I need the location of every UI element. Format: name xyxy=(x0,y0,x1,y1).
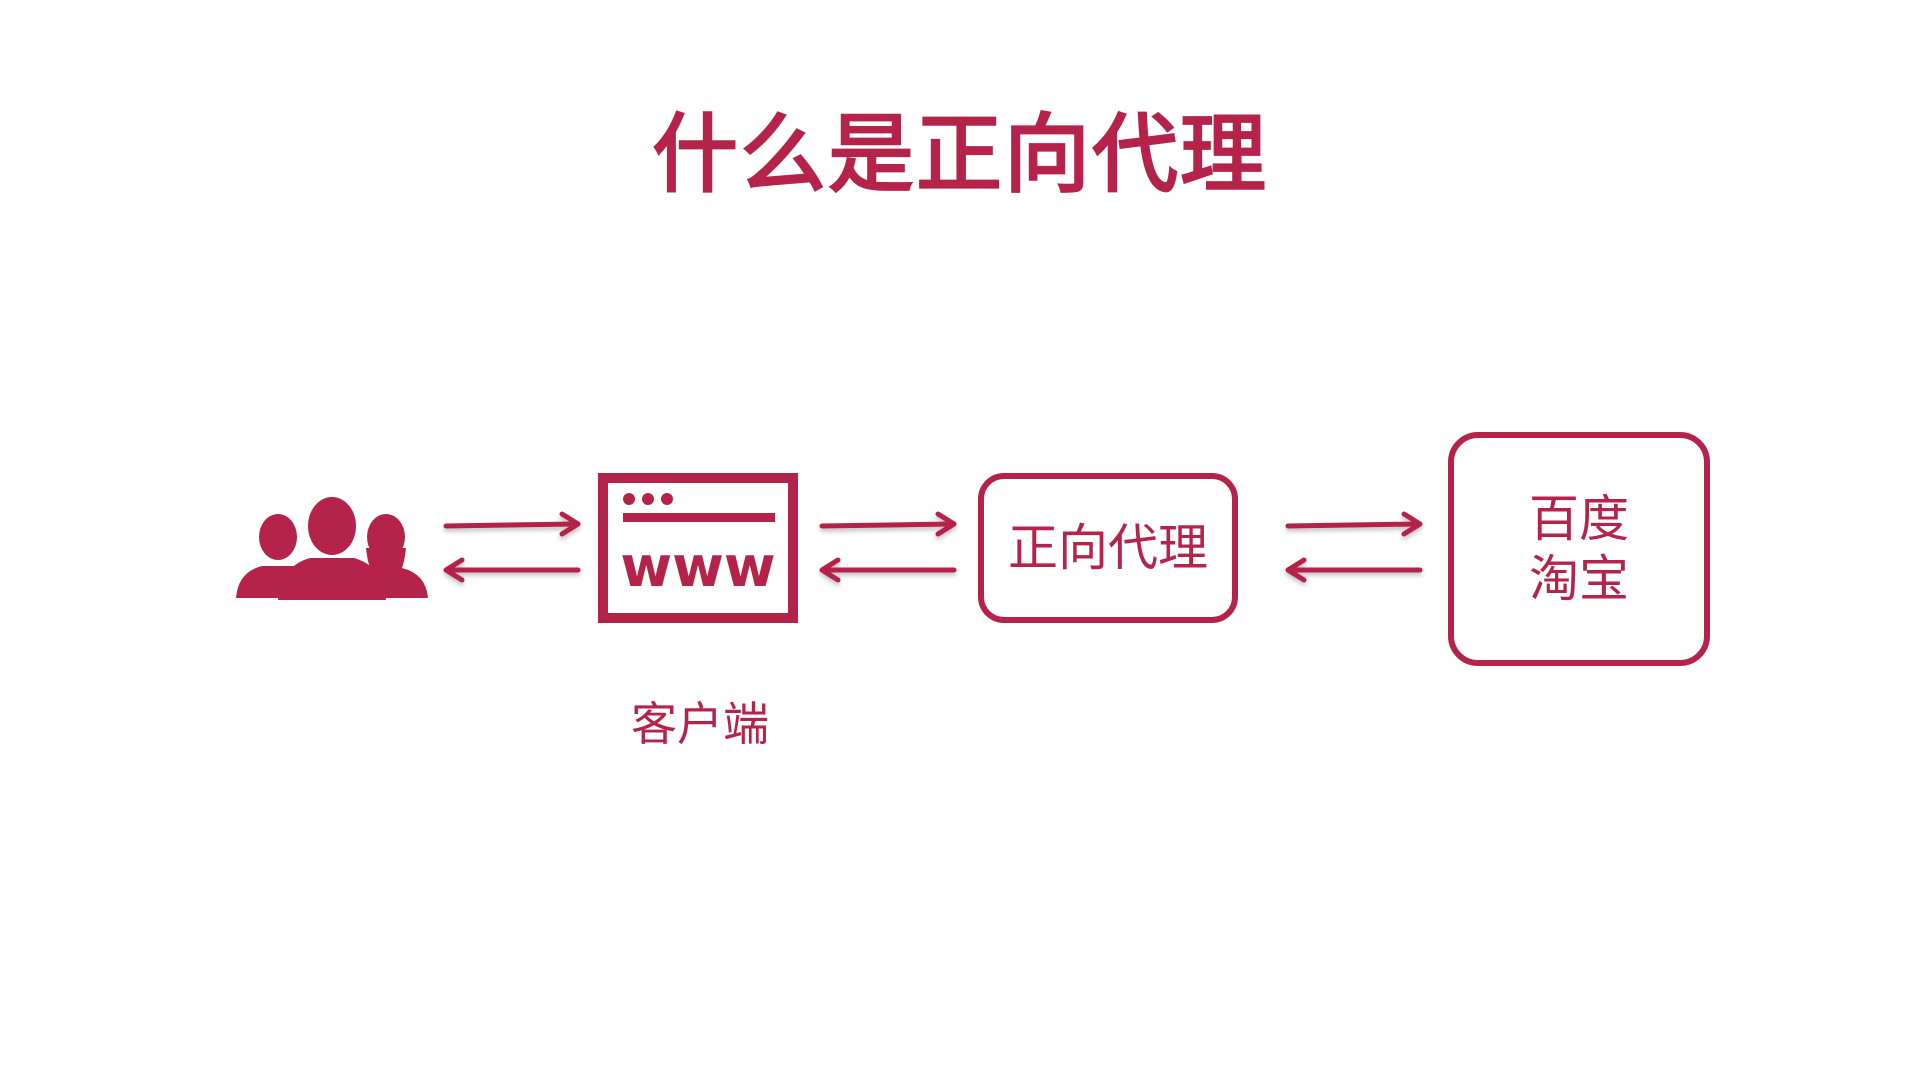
browser-www-text: www xyxy=(620,535,775,600)
users-group-icon xyxy=(236,497,428,600)
target-label-taobao: 淘宝 xyxy=(1529,550,1629,608)
browser-window-icon: www xyxy=(598,473,798,623)
arrows-client-proxy xyxy=(819,511,957,583)
target-label-baidu: 百度 xyxy=(1529,490,1629,548)
forward-proxy-label: 正向代理 xyxy=(1008,519,1208,577)
arrows-users-client xyxy=(443,511,581,583)
slide-title: 什么是正向代理 xyxy=(652,105,1268,205)
client-caption: 客户端 xyxy=(631,697,769,751)
arrows-proxy-target xyxy=(1285,511,1423,583)
target-server-box: 百度 淘宝 xyxy=(1448,432,1710,666)
forward-proxy-box: 正向代理 xyxy=(978,473,1238,623)
